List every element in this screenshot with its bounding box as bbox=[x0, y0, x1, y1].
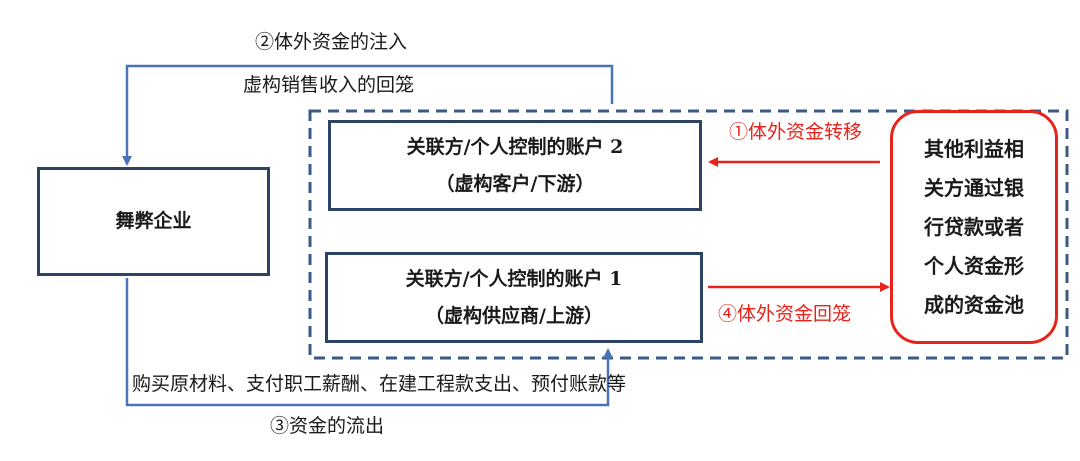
outflow-arrow bbox=[125, 278, 613, 407]
label-outflow: ③资金的流出 bbox=[270, 415, 385, 437]
related-party-dashed-frame bbox=[308, 109, 1069, 360]
fund-pool-line: 其他利益相 bbox=[924, 136, 1024, 161]
account-2-title: 关联方/个人控制的账户 2 bbox=[406, 135, 624, 158]
account-2-box: 关联方/个人控制的账户 2 （虚构客户/下游） bbox=[328, 120, 702, 211]
account-1-box: 关联方/个人控制的账户 1 （虚构供应商/上游） bbox=[325, 252, 703, 343]
account-2-role: （虚构客户/下游） bbox=[435, 172, 595, 195]
account-1-title: 关联方/个人控制的账户 1 bbox=[405, 267, 623, 290]
company-name: 舞弊企业 bbox=[115, 210, 192, 232]
company-box: 舞弊企业 bbox=[37, 167, 270, 276]
inflow-arrow bbox=[122, 64, 614, 166]
fund-pool-box: 其他利益相 关方通过银 行贷款或者 个人资金形 成的资金池 bbox=[890, 110, 1058, 344]
label-inflow: ②体外资金的注入 bbox=[255, 31, 408, 53]
account-1-role: （虚构供应商/上游） bbox=[425, 304, 603, 327]
label-outflow-sub: 购买原材料、支付职工薪酬、在建工程款支出、预付账款等 bbox=[132, 373, 627, 395]
label-returned: ④体外资金回笼 bbox=[718, 303, 852, 325]
fund-pool-line: 成的资金池 bbox=[924, 292, 1024, 317]
label-inflow-sub: 虚构销售收入的回笼 bbox=[243, 74, 415, 96]
fund-pool-line: 个人资金形 bbox=[924, 253, 1024, 278]
fund-pool-line: 关方通过银 bbox=[924, 175, 1024, 200]
fund-pool-line: 行贷款或者 bbox=[924, 214, 1024, 239]
label-transfer: ①体外资金转移 bbox=[729, 121, 863, 143]
